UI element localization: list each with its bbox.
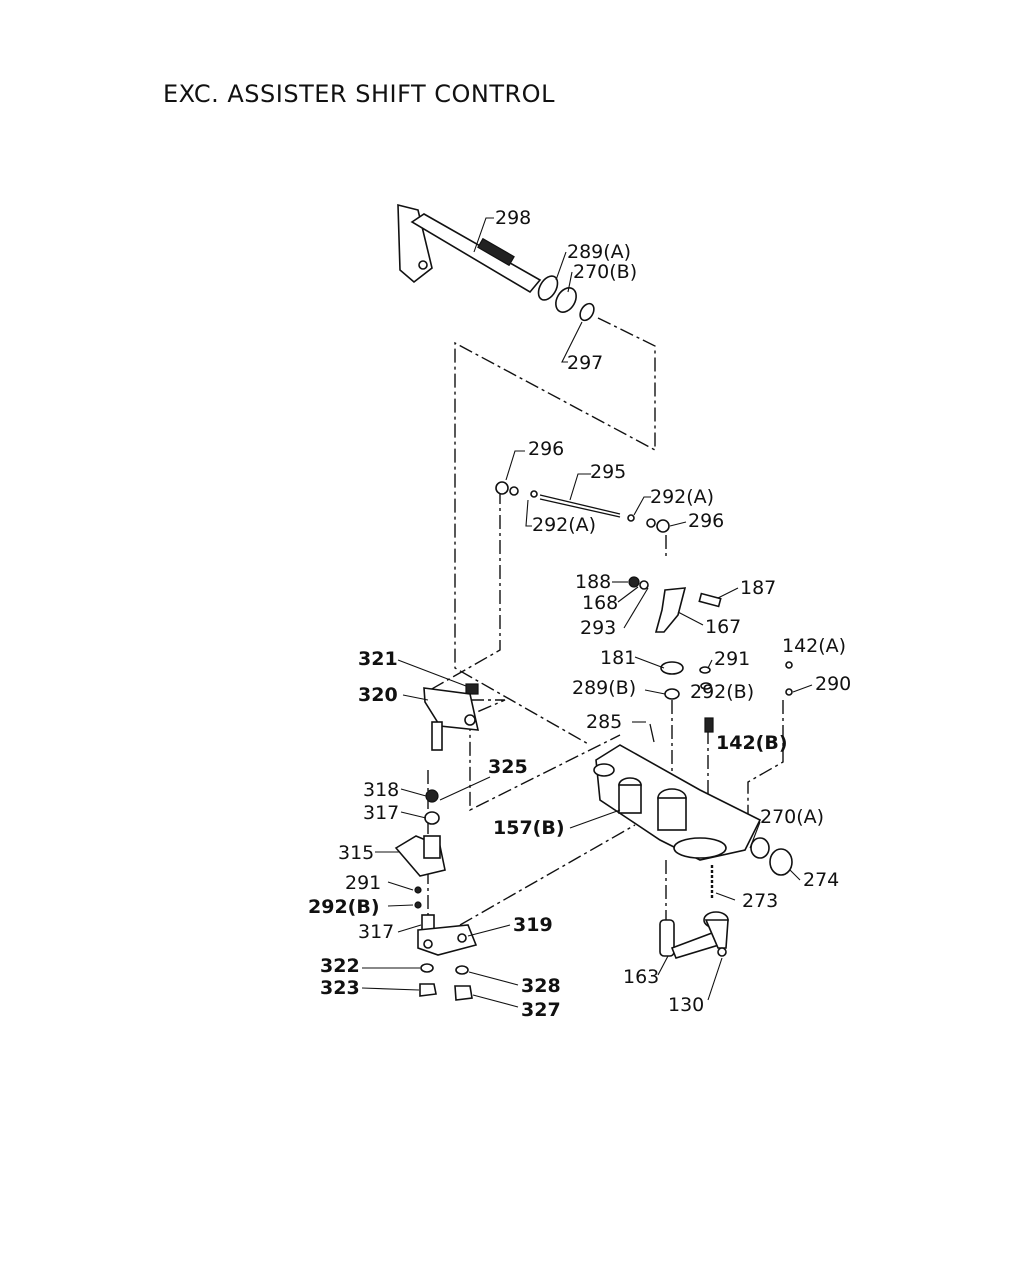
label-157b: 157(B) xyxy=(493,817,565,839)
part-labels: 298 289(A) 270(B) 297 296 295 292(A) 292… xyxy=(308,207,851,1021)
label-270a: 270(A) xyxy=(760,806,824,828)
label-328: 328 xyxy=(521,975,561,997)
diagram-title: EXC. ASSISTER SHIFT CONTROL xyxy=(163,80,555,108)
label-295: 295 xyxy=(590,461,626,483)
label-130: 130 xyxy=(668,994,704,1016)
shift-shaft-298 xyxy=(397,203,595,322)
label-317-top: 317 xyxy=(363,802,399,824)
leader-lines xyxy=(361,217,813,1008)
label-163: 163 xyxy=(623,966,659,988)
label-285: 285 xyxy=(586,711,622,733)
lever-arm-assembly-left xyxy=(394,683,480,1001)
label-296-top: 296 xyxy=(528,438,564,460)
label-181: 181 xyxy=(600,647,636,669)
label-188: 188 xyxy=(575,571,611,593)
label-168: 168 xyxy=(582,592,618,614)
assembly-dash-lines xyxy=(427,317,784,930)
label-327: 327 xyxy=(521,999,561,1021)
label-290: 290 xyxy=(815,673,851,695)
label-289b: 289(B) xyxy=(572,677,636,699)
label-318: 318 xyxy=(363,779,399,801)
label-142b: 142(B) xyxy=(716,732,788,754)
label-292a-left: 292(A) xyxy=(532,514,596,536)
shift-rod-295 xyxy=(495,481,670,533)
label-167: 167 xyxy=(705,616,741,638)
label-319: 319 xyxy=(513,914,553,936)
label-187: 187 xyxy=(740,577,776,599)
label-298: 298 xyxy=(495,207,531,229)
label-292b-right: 292(B) xyxy=(690,681,754,703)
label-273: 273 xyxy=(742,890,778,912)
lever-167-assembly xyxy=(628,576,793,700)
label-296-right: 296 xyxy=(688,510,724,532)
label-291-left: 291 xyxy=(345,872,381,894)
label-270b: 270(B) xyxy=(573,261,637,283)
label-323: 323 xyxy=(320,977,360,999)
label-274: 274 xyxy=(803,869,839,891)
label-320: 320 xyxy=(358,684,398,706)
label-321: 321 xyxy=(358,648,398,670)
label-322: 322 xyxy=(320,955,360,977)
label-293: 293 xyxy=(580,617,616,639)
label-142a: 142(A) xyxy=(782,635,846,657)
label-317-bottom: 317 xyxy=(358,921,394,943)
label-289a: 289(A) xyxy=(567,241,631,263)
pin-lever-assembly xyxy=(659,911,729,959)
label-292a-right: 292(A) xyxy=(650,486,714,508)
label-315: 315 xyxy=(338,842,374,864)
label-292b-left: 292(B) xyxy=(308,896,380,918)
label-297: 297 xyxy=(567,352,603,374)
label-291-right: 291 xyxy=(714,648,750,670)
shift-housing-157b xyxy=(593,717,793,900)
label-325: 325 xyxy=(488,756,528,778)
